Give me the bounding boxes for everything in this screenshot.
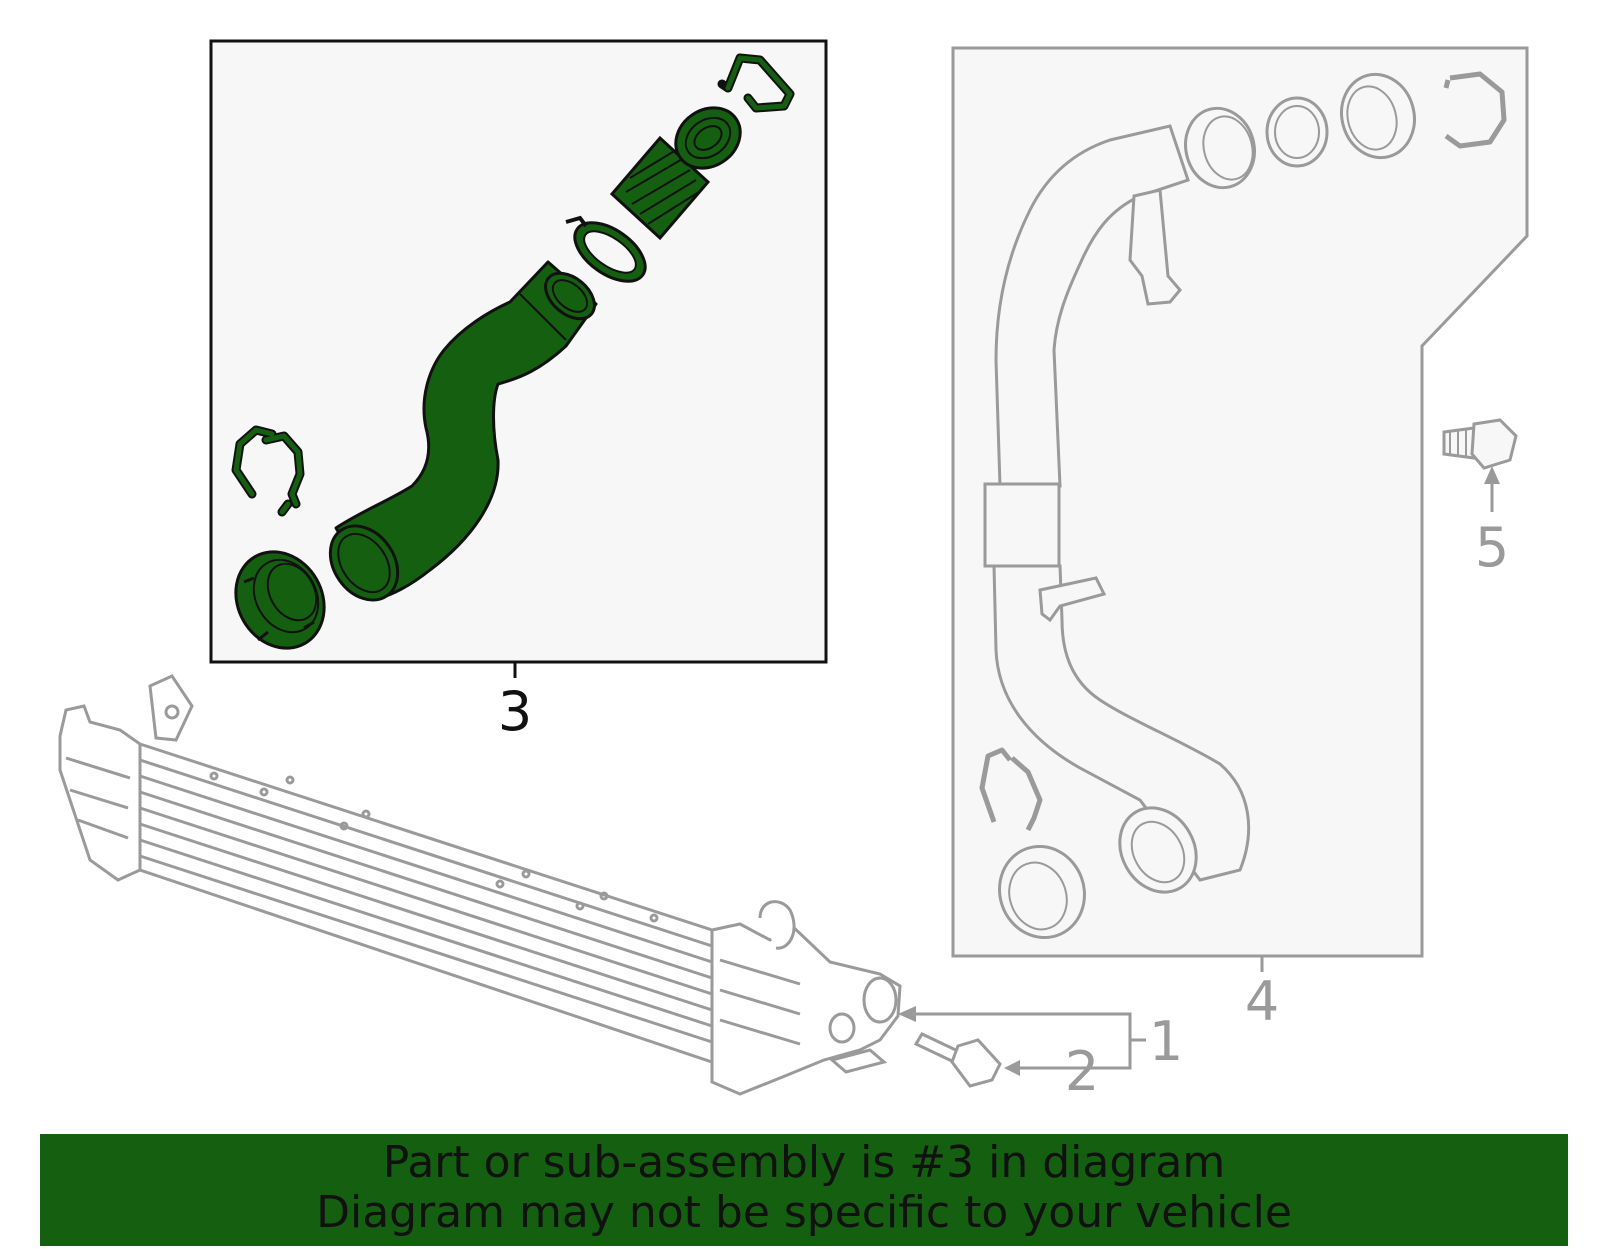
info-banner: Part or sub-assembly is #3 in diagram Di… <box>40 1134 1568 1246</box>
lower-coupler <box>234 550 326 650</box>
bolt-5[interactable] <box>1442 418 1518 470</box>
o-ring <box>1265 96 1329 168</box>
retaining-clip-bottom <box>979 747 1043 832</box>
intercooler[interactable] <box>58 674 902 1096</box>
callout-5: 5 <box>1475 516 1509 579</box>
middle-clamp <box>565 215 647 283</box>
callout-2: 2 <box>1065 1040 1099 1103</box>
sensor-2[interactable] <box>913 1032 1002 1088</box>
banner-line-1: Part or sub-assembly is #3 in diagram <box>382 1137 1226 1188</box>
upper-tube <box>994 124 1190 488</box>
lower-tube <box>992 564 1251 882</box>
callout-3: 3 <box>498 680 532 743</box>
callout-1: 1 <box>1149 1010 1183 1073</box>
wire-clip-lower <box>233 427 303 515</box>
part-3-panel[interactable] <box>209 39 828 664</box>
callout-4: 4 <box>1245 970 1279 1033</box>
charge-air-hose <box>328 260 598 602</box>
banner-line-2: Diagram may not be specific to your vehi… <box>316 1187 1292 1238</box>
upper-coupler <box>609 106 742 241</box>
part-4-panel[interactable] <box>951 46 1529 958</box>
retaining-clip-top <box>1443 71 1507 149</box>
